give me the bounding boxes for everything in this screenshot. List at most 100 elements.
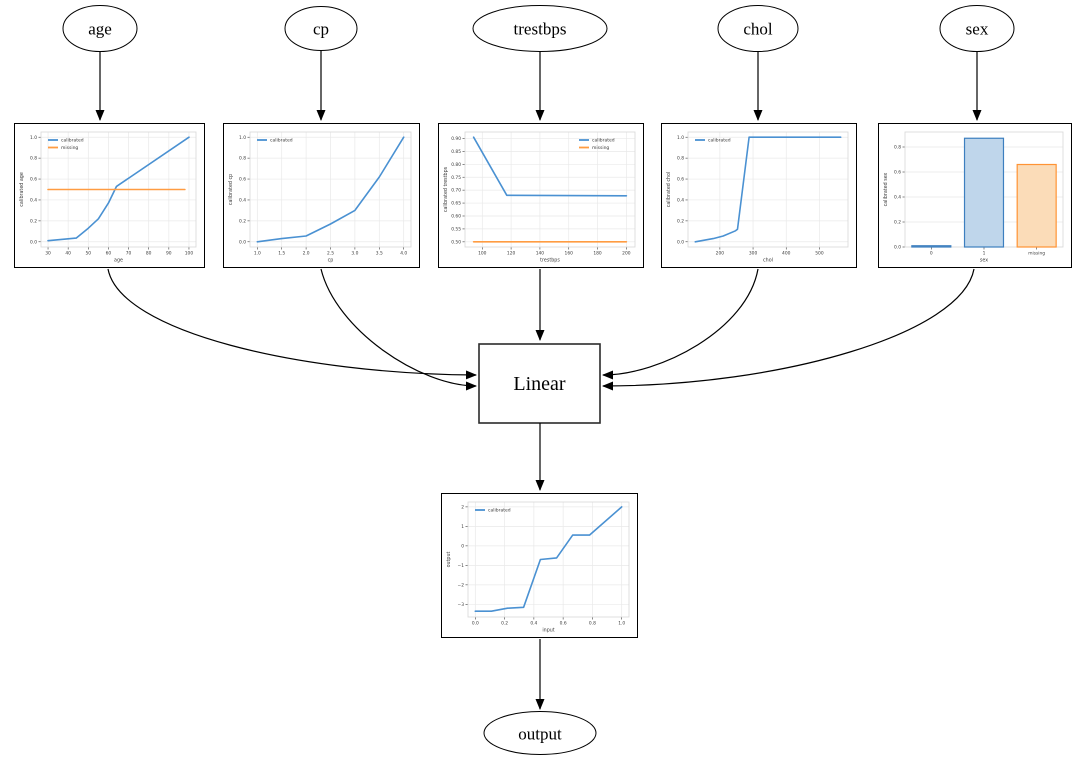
- y-axis-label: calibrated sex: [883, 172, 889, 206]
- plot-frame: [249, 131, 412, 248]
- legend-label: missing: [592, 145, 609, 151]
- x-axis-label: trestbps: [540, 258, 560, 264]
- x-tick-label: 1.0: [254, 251, 261, 257]
- x-tick-label: 80: [146, 251, 152, 257]
- y-tick-label: 0.0: [677, 239, 684, 245]
- y-tick-label: 0.50: [451, 239, 461, 245]
- linear-node-box: [478, 343, 601, 424]
- y-tick-label: 1.0: [239, 135, 246, 141]
- x-tick-label: 1: [983, 251, 986, 257]
- legend-label: calibrated: [708, 138, 731, 144]
- y-tick-label: 0.60: [451, 214, 461, 220]
- y-tick-label: 0.85: [451, 149, 461, 155]
- chol-node-label: chol: [743, 20, 773, 39]
- y-tick-label: 0.2: [239, 218, 246, 224]
- age-node-label: age: [88, 20, 112, 39]
- trestbps-node-ellipse: [472, 5, 608, 52]
- bar-0: [911, 245, 952, 248]
- node-linear: Linear: [478, 343, 601, 424]
- node-trestbps: trestbps: [472, 5, 608, 52]
- x-tick-label: 1.5: [278, 251, 285, 257]
- x-tick-label: 90: [166, 251, 172, 257]
- y-axis-label: calibrated trestbps: [443, 166, 449, 212]
- x-tick-label: 3.5: [376, 251, 383, 257]
- x-tick-label: 200: [716, 251, 725, 257]
- plot-frame: [687, 131, 849, 248]
- y-tick-label: 0.2: [30, 218, 37, 224]
- y-tick-label: 0.75: [451, 175, 461, 181]
- age-node-ellipse: [62, 5, 138, 52]
- y-tick-label: 0.0: [239, 239, 246, 245]
- x-tick-label: 2.5: [327, 251, 334, 257]
- legend-label: calibrated: [592, 138, 615, 144]
- legend-label: calibrated: [61, 138, 84, 144]
- x-axis-label: age: [114, 259, 123, 264]
- x-axis-label: cp: [328, 259, 334, 264]
- x-tick-label: 0.0: [472, 621, 479, 627]
- y-tick-label: 0.4: [30, 198, 37, 204]
- trestbps-node-label: trestbps: [514, 20, 567, 39]
- y-tick-label: 0.6: [677, 177, 684, 183]
- series-line-calibrated: [47, 136, 190, 242]
- edge-sex-chart-to-linear: [602, 268, 975, 391]
- x-tick-label: 0: [930, 251, 933, 257]
- node-cp: cp: [284, 6, 358, 51]
- series-line-calibrated: [694, 136, 842, 243]
- x-axis-label: chol: [763, 258, 773, 264]
- y-tick-label: 0.6: [894, 170, 901, 176]
- x-tick-label: 140: [536, 251, 545, 257]
- x-tick-label: 40: [65, 251, 71, 257]
- y-tick-label: 0.8: [894, 145, 901, 151]
- x-tick-label: 160: [565, 251, 574, 257]
- x-axis-label: input: [542, 628, 554, 634]
- series-line-calibrated: [474, 506, 623, 612]
- x-tick-label: 30: [45, 251, 51, 257]
- series-line-calibrated: [256, 136, 405, 243]
- x-tick-label: 1.0: [618, 621, 625, 627]
- sex-node-label: sex: [966, 20, 989, 39]
- x-tick-label: 50: [86, 251, 92, 257]
- node-sex: sex: [939, 5, 1015, 52]
- node-age: age: [62, 5, 138, 52]
- x-tick-label: missing: [1028, 251, 1045, 257]
- x-tick-label: 0.4: [530, 621, 537, 627]
- y-tick-label: 0.6: [239, 177, 246, 183]
- y-axis-label: calibrated age: [19, 172, 25, 207]
- edge-age-chart-to-linear: [107, 268, 477, 380]
- output-node-ellipse: [483, 711, 597, 755]
- y-tick-label: 0.90: [451, 136, 461, 142]
- series-line-calibrated: [472, 136, 628, 197]
- y-tick-label: 0.80: [451, 162, 461, 168]
- y-tick-label: 0.2: [677, 218, 684, 224]
- x-tick-label: 400: [782, 251, 791, 257]
- edge-chol-chart-to-linear: [602, 268, 759, 380]
- y-tick-label: −2: [458, 582, 465, 588]
- chol-node-ellipse: [717, 5, 799, 52]
- x-tick-label: 70: [126, 251, 132, 257]
- y-tick-label: 2: [461, 504, 464, 510]
- x-tick-label: 2.0: [303, 251, 310, 257]
- output-node-label: output: [518, 725, 562, 744]
- plot-frame: [467, 501, 630, 618]
- legend-label: calibrated: [270, 138, 293, 144]
- x-axis-label: sex: [980, 259, 988, 264]
- y-tick-label: 0.55: [451, 227, 461, 233]
- x-tick-label: 0.6: [560, 621, 567, 627]
- cp-node-ellipse: [284, 6, 358, 51]
- x-tick-label: 300: [749, 251, 758, 257]
- y-tick-label: 0.8: [677, 156, 684, 162]
- plot-frame: [464, 131, 636, 248]
- node-chol: chol: [717, 5, 799, 52]
- y-tick-label: 0.0: [30, 239, 37, 245]
- node-output: output: [483, 711, 597, 755]
- y-tick-label: 0: [461, 543, 464, 549]
